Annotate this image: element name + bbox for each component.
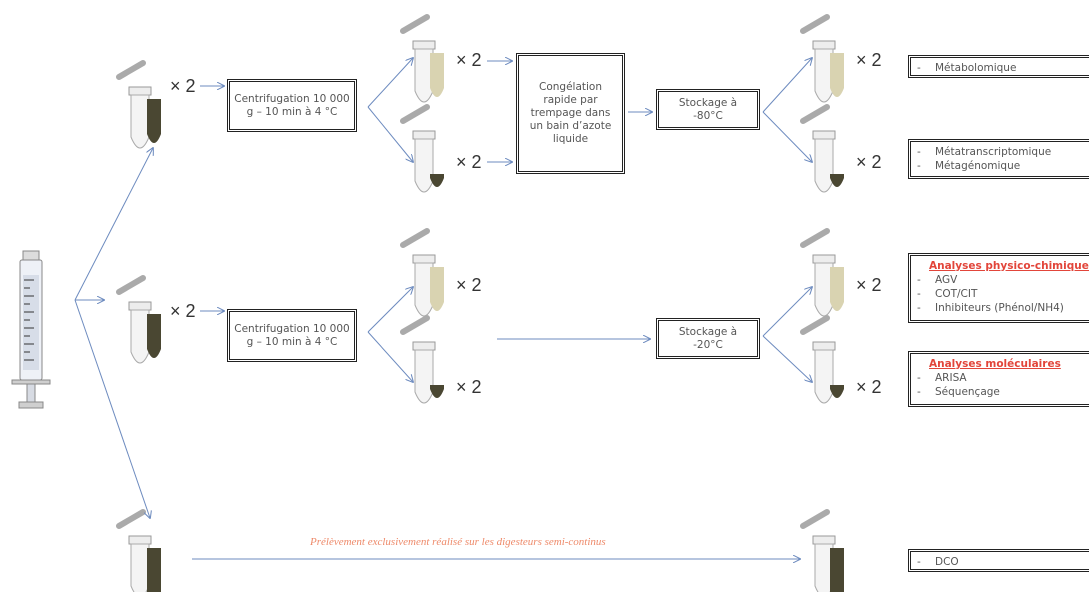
analysis-box-moleculaires: Analyses moléculaires ARISA Séquençage <box>908 351 1089 407</box>
analysis-box-meta-omics: Métatranscriptomique Métagénomique <box>908 139 1089 179</box>
arrow-syringe-to-row3 <box>74 299 150 518</box>
analysis-box-dco: DCO <box>908 549 1089 572</box>
multiplier-pellet2: × 2 <box>856 152 882 172</box>
multiplier-pellet1: × 2 <box>456 152 482 172</box>
arrow-centrifuge2-to-pellet <box>367 331 413 382</box>
tube-full-2 <box>119 278 151 363</box>
pellet-fill-4 <box>830 385 844 398</box>
sludge-fill-3 <box>147 548 161 592</box>
multiplier-row2: × 2 <box>170 301 196 321</box>
physico-chimiques-title: Analyses physico-chimiques <box>929 260 1089 272</box>
pellet-fill-2 <box>830 174 844 187</box>
analysis-item-metagenomique: Métagénomique <box>917 159 1083 173</box>
multiplier-supernatant4: × 2 <box>856 275 882 295</box>
storage-20-box: Stockage à -20°C <box>656 318 760 359</box>
supernatant-fill-2 <box>830 53 844 97</box>
multiplier-supernatant3: × 2 <box>456 275 482 295</box>
analysis-item-metatranscriptomique: Métatranscriptomique <box>917 145 1083 159</box>
tube-pellet-2 <box>803 107 835 192</box>
arrow-centrifuge1-to-pellet <box>367 106 413 162</box>
sludge-fill-2 <box>147 314 161 358</box>
tube-pellet-1 <box>403 107 435 192</box>
tube-full-1 <box>119 63 151 148</box>
multiplier-row1: × 2 <box>170 76 196 96</box>
syringe-icon <box>11 250 51 409</box>
pellet-fill-1 <box>430 174 444 187</box>
analysis-item-agv: AGV <box>917 273 1083 287</box>
centrifugation-box-1: Centrifugation 10 000 g – 10 min à 4 °C <box>227 79 357 132</box>
analysis-item-inhibiteurs: Inhibiteurs (Phénol/NH4) <box>917 301 1083 315</box>
tube-pellet-3 <box>403 318 435 403</box>
arrow-centrifuge2-to-supernatant <box>367 287 413 333</box>
arrow-storage20-to-supernatant <box>762 287 812 337</box>
arrow-centrifuge1-to-supernatant <box>367 58 413 108</box>
analysis-item-arisa: ARISA <box>917 371 1083 385</box>
sludge-fill-4 <box>830 548 844 592</box>
multiplier-pellet3: × 2 <box>456 377 482 397</box>
storage-80-box: Stockage à -80°C <box>656 89 760 130</box>
supernatant-fill-1 <box>430 53 444 97</box>
analysis-item-sequencage: Séquençage <box>917 385 1083 399</box>
analysis-item-dco: DCO <box>917 555 1083 569</box>
multiplier-pellet4: × 2 <box>856 377 882 397</box>
multiplier-supernatant2: × 2 <box>856 50 882 70</box>
sludge-fill-1 <box>147 99 161 143</box>
supernatant-fill-4 <box>830 267 844 311</box>
analysis-box-metabolomique: Métabolomique <box>908 55 1089 78</box>
analysis-box-physico-chimiques: Analyses physico-chimiques AGV COT/CIT I… <box>908 253 1089 323</box>
syringe-graduations <box>24 279 34 361</box>
supernatant-fill-3 <box>430 267 444 311</box>
arrow-syringe-to-row1 <box>74 148 153 301</box>
moleculaires-title: Analyses moléculaires <box>929 358 1061 370</box>
analysis-item-cot: COT/CIT <box>917 287 1083 301</box>
tube-full-3 <box>119 512 151 592</box>
arrow-storage80-to-pellet <box>762 111 812 162</box>
freezing-box: Congélation rapide par trempage dans un … <box>516 53 625 174</box>
analysis-item-metabolomique: Métabolomique <box>917 61 1083 75</box>
semi-continuous-note: Prélèvement exclusivement réalisé sur le… <box>310 536 606 548</box>
pellet-fill-3 <box>430 385 444 398</box>
centrifugation-box-2: Centrifugation 10 000 g – 10 min à 4 °C <box>227 309 357 362</box>
multiplier-supernatant1: × 2 <box>456 50 482 70</box>
tube-pellet-4 <box>803 318 835 403</box>
arrow-storage80-to-supernatant <box>762 58 812 113</box>
arrow-storage20-to-pellet <box>762 335 812 382</box>
